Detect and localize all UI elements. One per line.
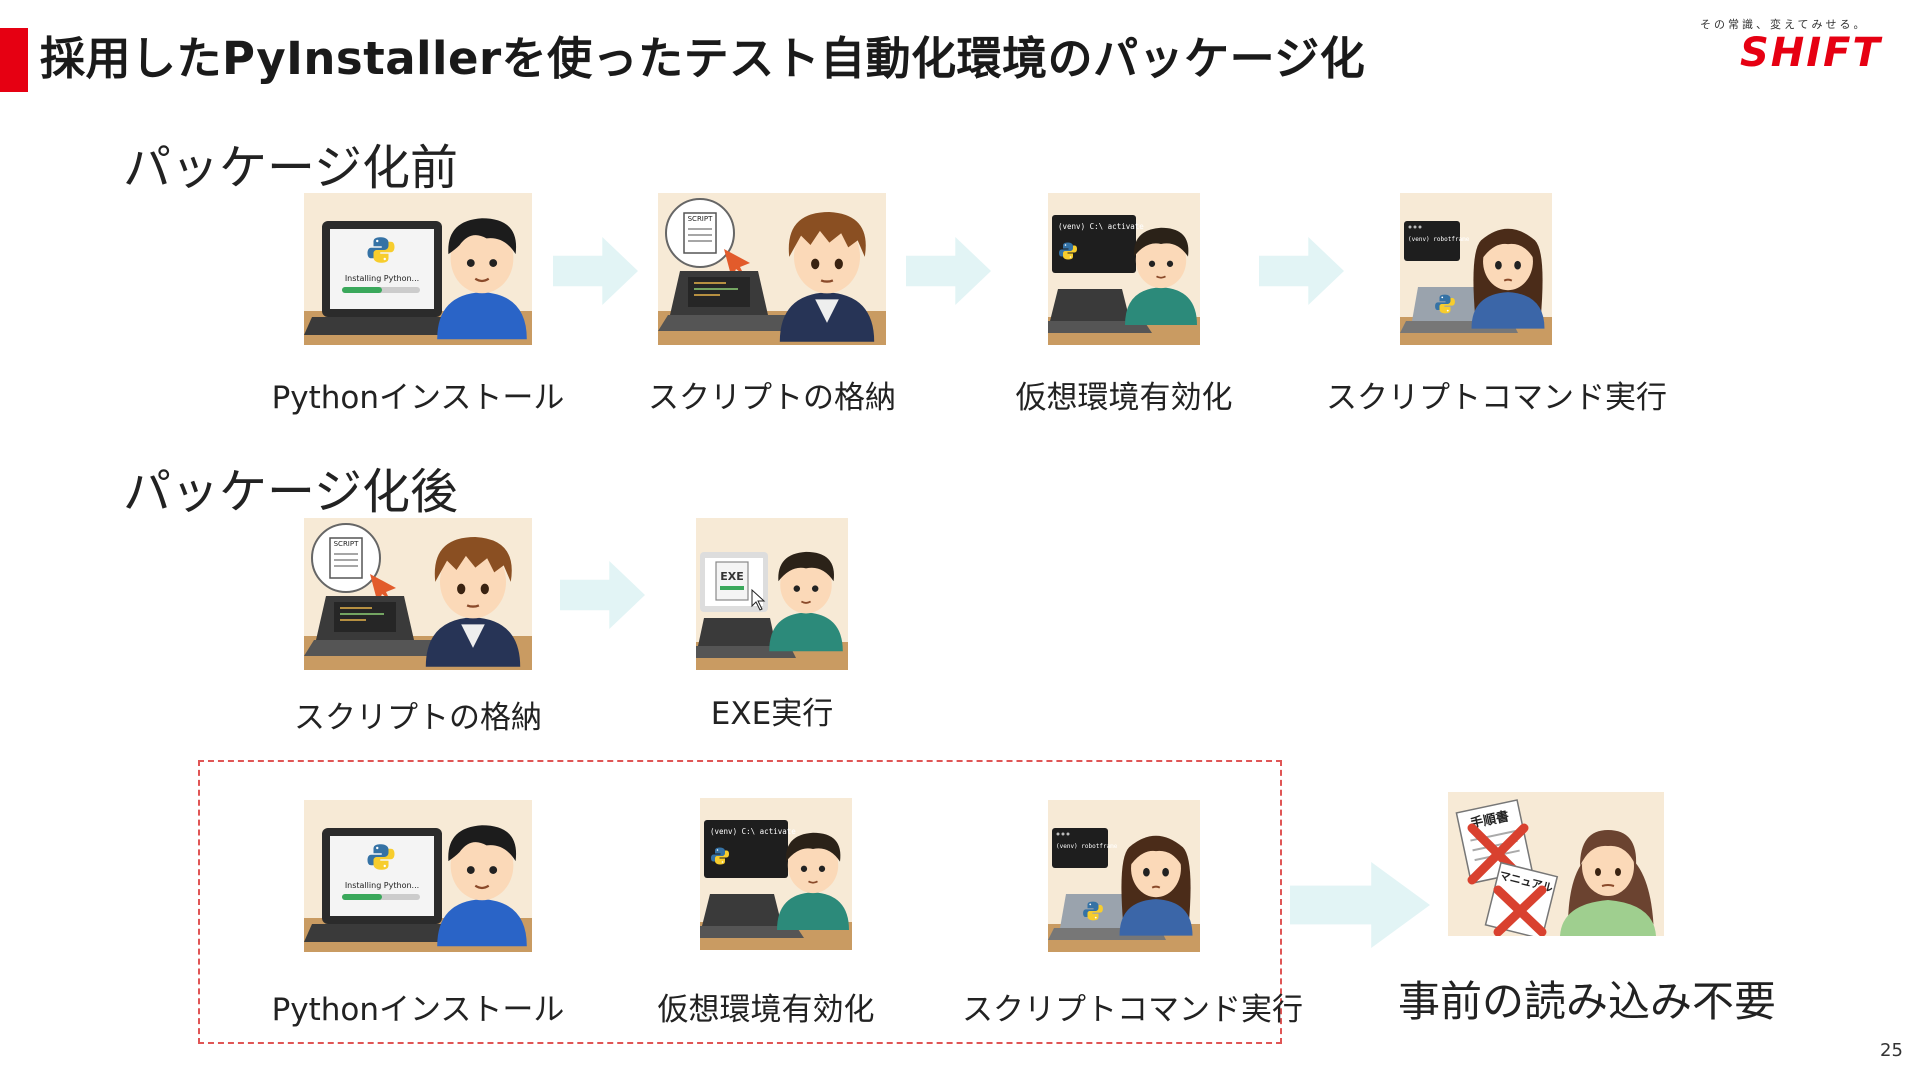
eliminated-step-1-label: Pythonインストール — [271, 992, 565, 1028]
arrow-right-icon — [1259, 232, 1344, 310]
after-step-1-screen-text: SCRIPT — [334, 540, 359, 548]
after-step-1-illustration: SCRIPT — [304, 518, 532, 670]
brand-logo: SHIFT — [1740, 30, 1882, 76]
arrow-right-icon — [560, 556, 645, 634]
before-step-2-screen-text: SCRIPT — [688, 215, 713, 223]
before-step-2-label: スクリプトの格納 — [648, 380, 896, 416]
result-label: 事前の読み込み不要 — [1398, 977, 1777, 1026]
arrow-right-icon — [906, 232, 991, 310]
eliminated-step-1-illustration: Installing Python... — [304, 800, 532, 952]
slide-title: 採用したPyInstallerを使ったテスト自動化環境のパッケージ化 — [40, 32, 1366, 85]
result-illustration: 手順書 マニュアル — [1448, 792, 1664, 936]
title-accent-bar — [0, 28, 28, 92]
after-step-2-illustration: EXE — [696, 518, 848, 670]
before-step-1-label: Pythonインストール — [271, 380, 565, 416]
eliminated-step-3-label: スクリプトコマンド実行 — [962, 992, 1303, 1028]
eliminated-step-2-label: 仮想環境有効化 — [657, 992, 875, 1028]
after-step-2-screen-text: EXE — [720, 570, 744, 583]
eliminated-step-3-illustration: (venv) robotframe — [1048, 800, 1200, 952]
before-heading: パッケージ化前 — [123, 140, 459, 196]
eliminated-step-3-screen-text: (venv) robotframe — [1056, 843, 1118, 850]
arrow-right-icon — [1290, 862, 1430, 948]
before-step-2-illustration: SCRIPT — [658, 193, 886, 345]
page-number: 25 — [1880, 1040, 1903, 1061]
brand-tagline: その常識、変えてみせる。 — [1700, 18, 1868, 31]
eliminated-step-2-screen-text: (venv) C:\ activate — [710, 827, 796, 836]
before-step-3-label: 仮想環境有効化 — [1015, 380, 1233, 416]
before-step-4-screen-text: (venv) robotframe — [1408, 236, 1470, 243]
before-step-4-illustration: (venv) robotframe — [1400, 193, 1552, 345]
result-doc1-text: 手順書 — [1469, 808, 1510, 832]
before-step-1-screen-text: Installing Python... — [345, 274, 419, 283]
eliminated-step-1-screen-text: Installing Python... — [345, 881, 419, 890]
before-step-3-screen-text: (venv) C:\ activate — [1058, 222, 1144, 231]
eliminated-step-2-illustration: (venv) C:\ activate — [700, 798, 852, 950]
after-step-2-label: EXE実行 — [710, 696, 834, 732]
before-step-4-label: スクリプトコマンド実行 — [1326, 380, 1667, 416]
after-heading: パッケージ化後 — [123, 464, 459, 520]
arrow-right-icon — [553, 232, 638, 310]
eliminated-steps-box — [198, 760, 1282, 1044]
before-step-3-illustration: (venv) C:\ activate — [1048, 193, 1200, 345]
before-step-1-illustration: Installing Python... — [304, 193, 532, 345]
after-step-1-label: スクリプトの格納 — [294, 700, 542, 736]
